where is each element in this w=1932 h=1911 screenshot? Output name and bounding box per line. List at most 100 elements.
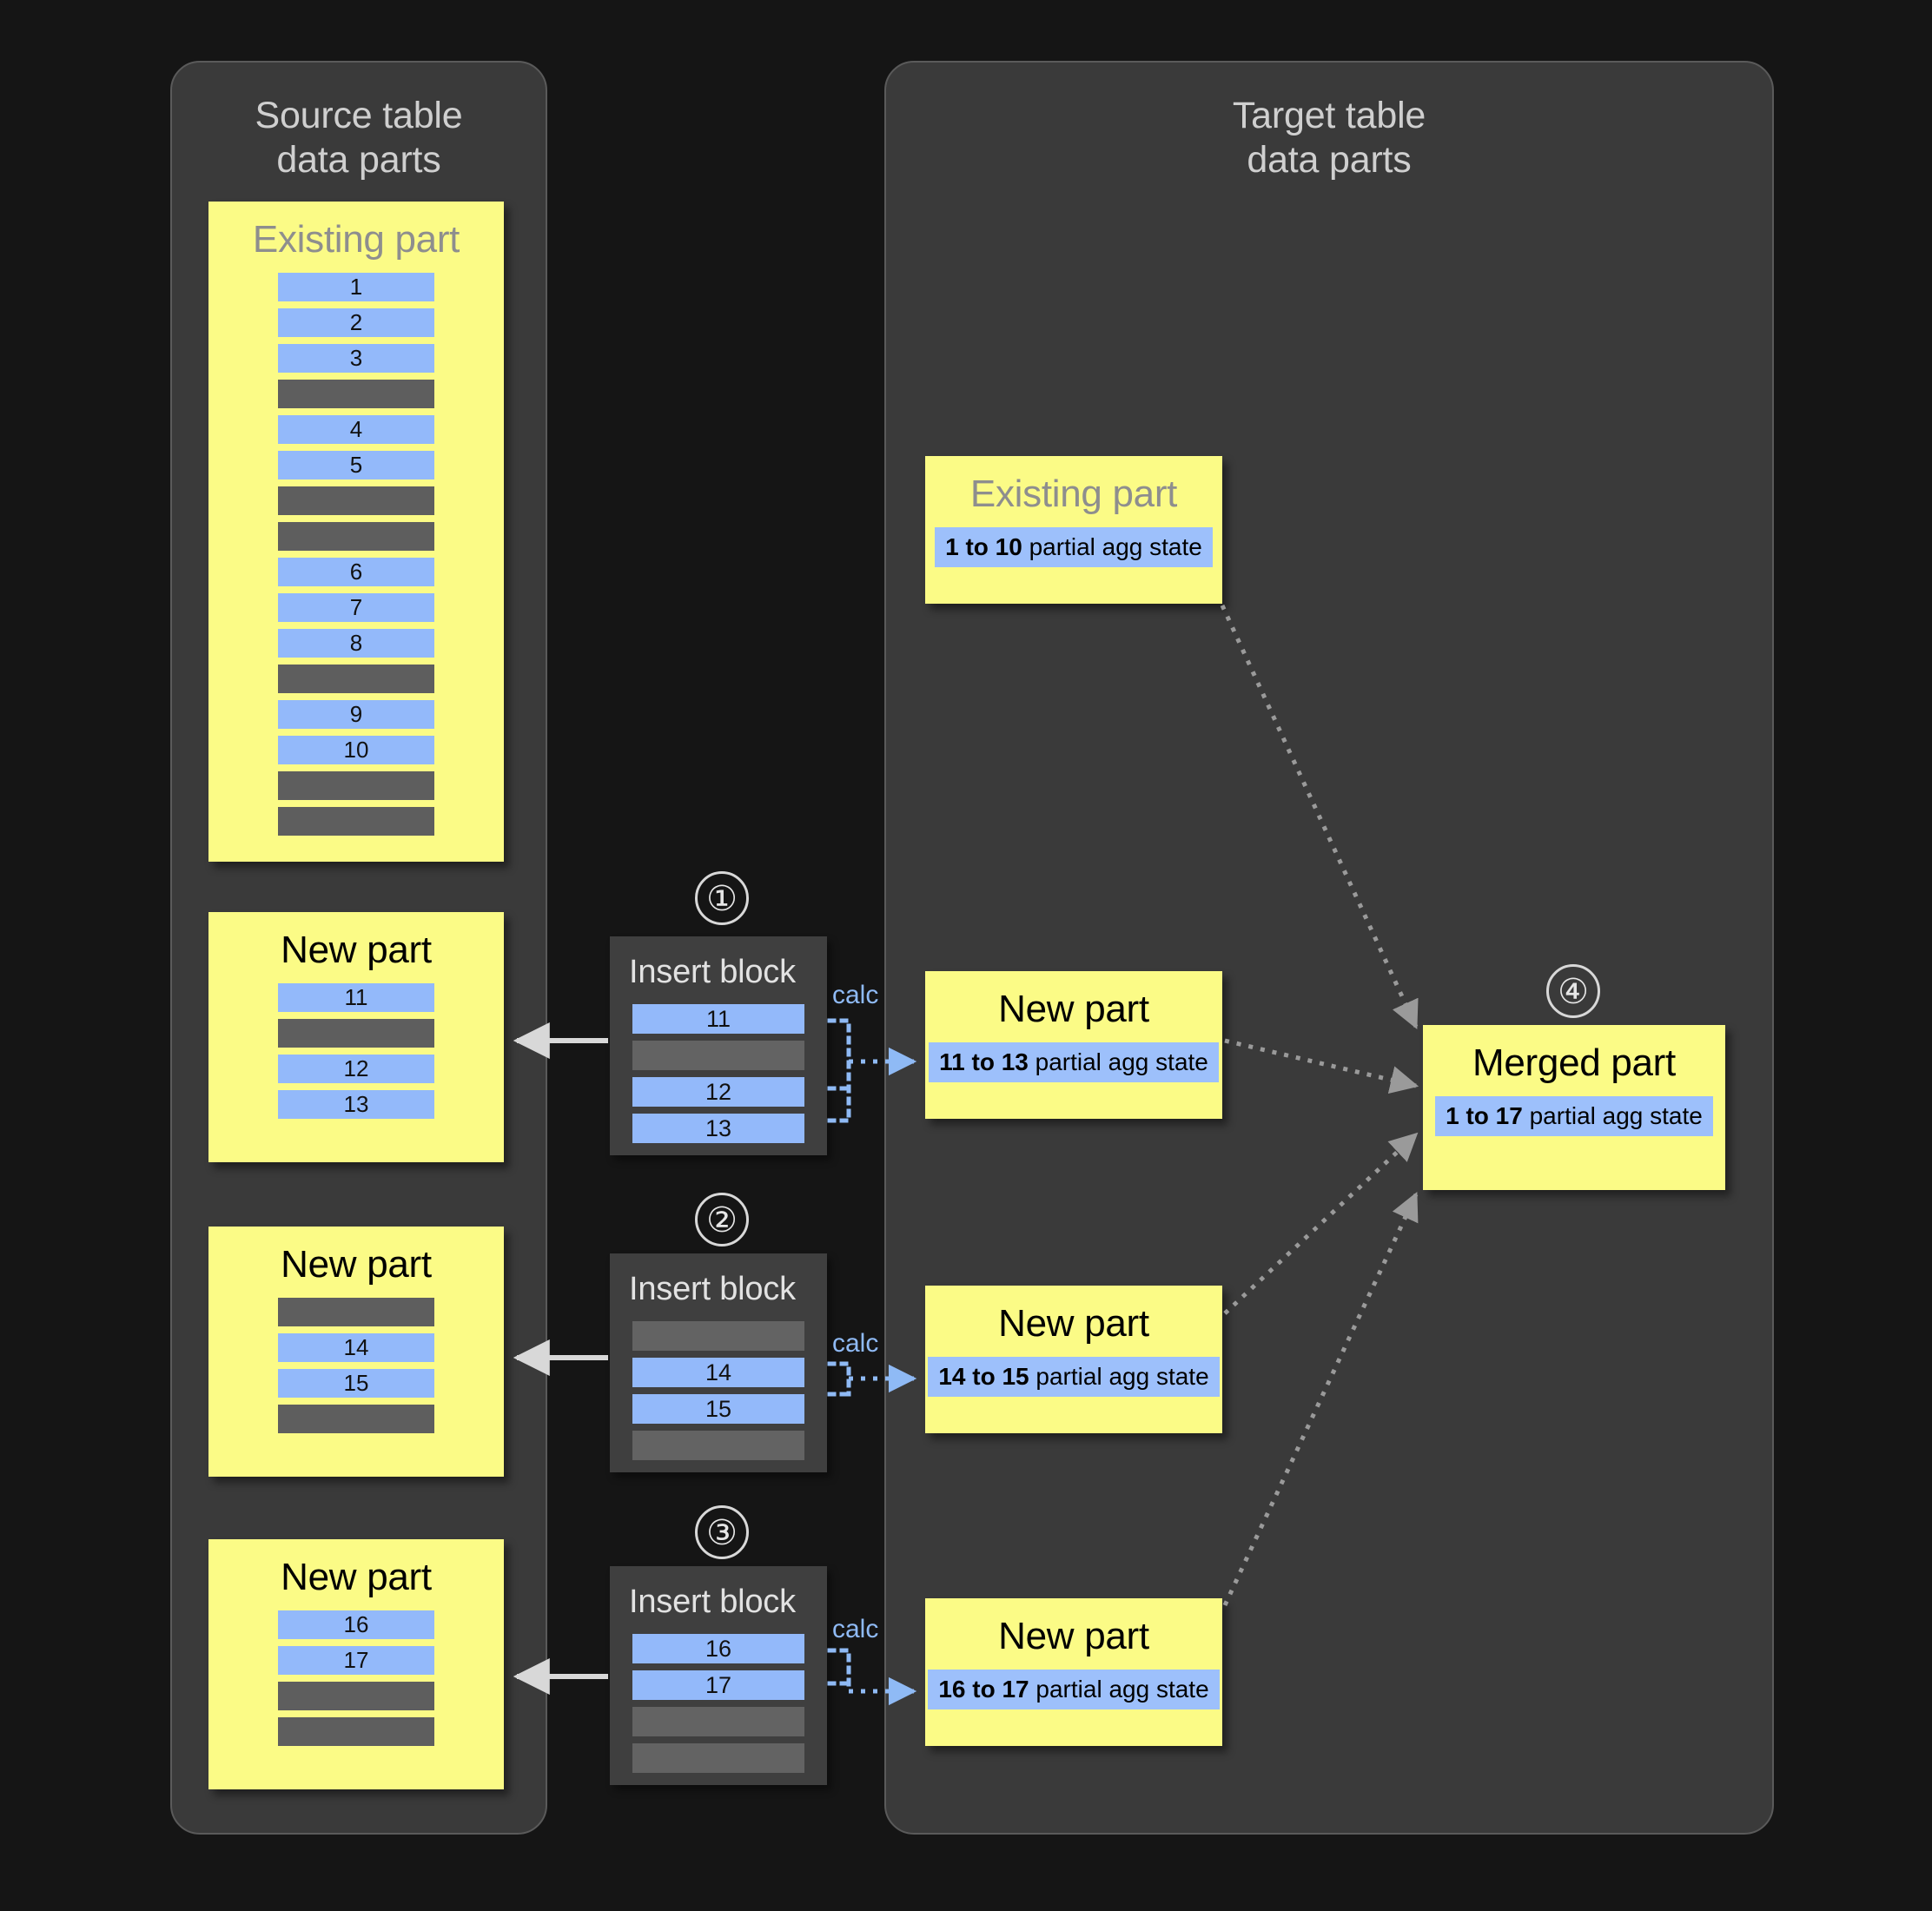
insert-block-row: 11 [632, 1004, 804, 1034]
insert-block-1: Insert block 11 12 13 [610, 936, 827, 1155]
target-new-part-1-agg: 11 to 13 partial agg state [929, 1042, 1219, 1082]
part-row: 2 [278, 308, 434, 337]
part-row: 17 [278, 1646, 434, 1675]
part-row: 3 [278, 344, 434, 373]
part-row: 13 [278, 1090, 434, 1119]
target-new-part-1: New part 11 to 13 partial agg state [925, 971, 1222, 1119]
agg-suffix-merged: partial agg state [1522, 1102, 1703, 1129]
agg-range-0: 1 to 10 [945, 533, 1022, 560]
insert-block-1-title: Insert block [629, 954, 796, 990]
part-row: 8 [278, 629, 434, 658]
source-new-part-1-title: New part [281, 929, 432, 971]
step-circle-4: ④ [1546, 964, 1600, 1018]
calc-label-2: calc [832, 1329, 879, 1358]
target-new-part-3: New part 16 to 17 partial agg state [925, 1598, 1222, 1746]
insert-block-row: 13 [632, 1114, 804, 1143]
part-row: 10 [278, 736, 434, 764]
target-new-part-1-agg-wrap: 11 to 13 partial agg state [925, 1042, 1222, 1103]
agg-suffix-3: partial agg state [1029, 1676, 1209, 1703]
insert-block-row: 17 [632, 1670, 804, 1700]
part-row [278, 1405, 434, 1433]
part-row [278, 1298, 434, 1326]
step-circle-2: ② [695, 1193, 749, 1246]
part-row: 7 [278, 593, 434, 622]
source-panel-title: Source table data parts [255, 95, 463, 181]
target-new-part-3-agg: 16 to 17 partial agg state [928, 1670, 1220, 1709]
insert-block-row: 16 [632, 1634, 804, 1663]
target-new-part-1-title: New part [998, 988, 1149, 1030]
step-circle-3: ③ [695, 1505, 749, 1559]
insert-block-3: Insert block 16 17 [610, 1566, 827, 1785]
part-row [278, 665, 434, 693]
part-row [278, 522, 434, 551]
insert-block-row [632, 1041, 804, 1070]
insert-block-2-title: Insert block [629, 1271, 796, 1307]
part-row: 9 [278, 700, 434, 729]
agg-range-1: 11 to 13 [939, 1048, 1029, 1075]
target-new-part-2-agg-wrap: 14 to 15 partial agg state [925, 1357, 1222, 1418]
source-new-part-3-title: New part [281, 1556, 432, 1598]
target-new-part-2-agg: 14 to 15 partial agg state [928, 1357, 1220, 1397]
agg-range-2: 14 to 15 [938, 1363, 1029, 1390]
part-row: 16 [278, 1610, 434, 1639]
merged-part-title: Merged part [1472, 1041, 1676, 1084]
insert-block-row [632, 1743, 804, 1773]
source-existing-part-title: Existing part [252, 218, 460, 261]
part-row: 11 [278, 983, 434, 1012]
agg-suffix-2: partial agg state [1029, 1363, 1209, 1390]
source-new-part-1: New part 11 12 13 [208, 912, 504, 1162]
agg-suffix-1: partial agg state [1028, 1048, 1208, 1075]
part-row [278, 807, 434, 836]
insert-block-row: 12 [632, 1077, 804, 1107]
source-new-part-1-rows: 11 12 13 [208, 983, 504, 1141]
merged-part-agg: 1 to 17 partial agg state [1435, 1096, 1713, 1136]
merged-part-agg-wrap: 1 to 17 partial agg state [1423, 1096, 1725, 1157]
target-existing-part-agg: 1 to 10 partial agg state [935, 527, 1213, 567]
part-row [278, 1717, 434, 1746]
calc-label-1: calc [832, 981, 879, 1009]
agg-suffix-0: partial agg state [1022, 533, 1202, 560]
part-row [278, 771, 434, 800]
target-new-part-2-title: New part [998, 1302, 1149, 1345]
agg-range-3: 16 to 17 [938, 1676, 1029, 1703]
target-panel-title: Target table data parts [1232, 95, 1426, 181]
part-row: 15 [278, 1369, 434, 1398]
insert-block-row [632, 1321, 804, 1351]
insert-block-row: 14 [632, 1358, 804, 1387]
target-existing-part: Existing part 1 to 10 partial agg state [925, 456, 1222, 604]
part-row: 12 [278, 1055, 434, 1083]
source-new-part-2-title: New part [281, 1243, 432, 1286]
calc-label-3: calc [832, 1615, 879, 1643]
step-circle-1: ① [695, 871, 749, 925]
insert-block-3-title: Insert block [629, 1584, 796, 1620]
part-row: 6 [278, 558, 434, 586]
agg-range-merged: 1 to 17 [1446, 1102, 1523, 1129]
target-new-part-2: New part 14 to 15 partial agg state [925, 1286, 1222, 1433]
target-table-panel: Target table data parts [884, 61, 1774, 1835]
part-row [278, 1019, 434, 1048]
insert-block-row [632, 1431, 804, 1460]
part-row [278, 380, 434, 408]
insert-block-row [632, 1707, 804, 1736]
target-existing-part-agg-wrap: 1 to 10 partial agg state [925, 527, 1222, 588]
merged-part: Merged part 1 to 17 partial agg state [1423, 1025, 1725, 1190]
target-new-part-3-agg-wrap: 16 to 17 partial agg state [925, 1670, 1222, 1730]
part-row [278, 1682, 434, 1710]
part-row: 5 [278, 451, 434, 479]
target-existing-part-title: Existing part [969, 473, 1178, 515]
part-row: 4 [278, 415, 434, 444]
part-row: 14 [278, 1333, 434, 1362]
part-row [278, 486, 434, 515]
insert-block-1-rows: 11 12 13 [610, 1004, 827, 1173]
target-new-part-3-title: New part [998, 1615, 1149, 1657]
